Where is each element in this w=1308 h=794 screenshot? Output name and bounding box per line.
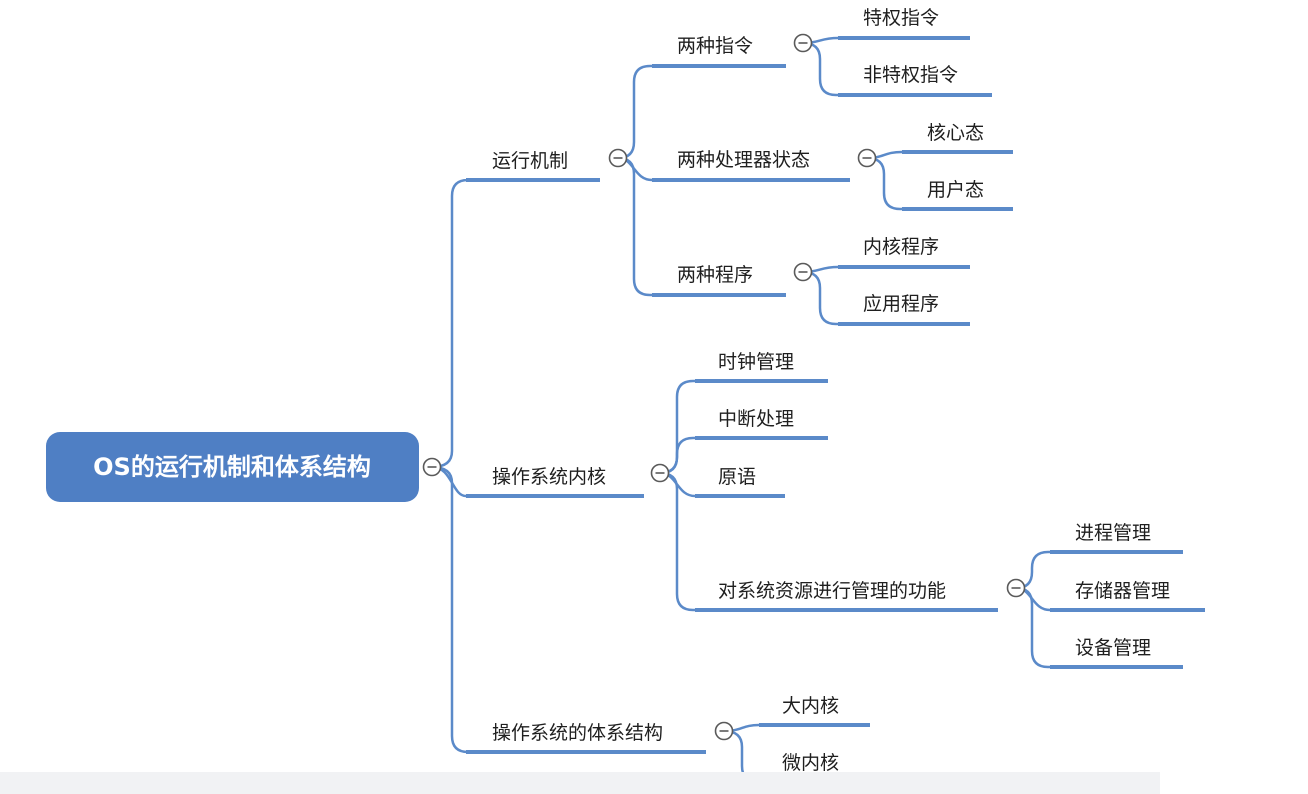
node-label-two-programs[interactable]: 两种程序 [677, 264, 753, 286]
node-label-device-management[interactable]: 设备管理 [1075, 637, 1151, 659]
connector-root-os-architecture [431, 465, 469, 754]
node-label-monolithic-kernel[interactable]: 大内核 [782, 695, 839, 717]
node-label-two-processor-states[interactable]: 两种处理器状态 [677, 149, 810, 171]
connector-root-run-mechanism [431, 178, 469, 469]
node-label-interrupt-handling[interactable]: 中断处理 [718, 408, 794, 430]
node-label-memory-management[interactable]: 存储器管理 [1075, 580, 1170, 602]
root-node-label: OS的运行机制和体系结构 [93, 453, 371, 481]
node-label-clock-management[interactable]: 时钟管理 [718, 351, 794, 373]
two-instructions-collapse-toggle[interactable] [793, 33, 813, 53]
node-label-process-management[interactable]: 进程管理 [1075, 522, 1151, 544]
two-programs-collapse-toggle[interactable] [793, 262, 813, 282]
node-label-application-program[interactable]: 应用程序 [863, 293, 939, 315]
os-kernel-collapse-toggle[interactable] [650, 463, 670, 483]
connector-kernel-resource [659, 471, 695, 612]
two-states-collapse-toggle[interactable] [857, 148, 877, 168]
node-label-user-mode[interactable]: 用户态 [927, 179, 984, 201]
root-node-box [46, 432, 419, 502]
node-label-primitive[interactable]: 原语 [718, 466, 756, 488]
collapse-toggles [422, 33, 1026, 741]
node-label-microkernel[interactable]: 微内核 [782, 752, 839, 774]
node-label-kernel-program[interactable]: 内核程序 [863, 236, 939, 258]
node-underlines [466, 36, 1205, 784]
node-label-os-kernel[interactable]: 操作系统内核 [492, 466, 606, 488]
connector-instr-nonprivileged [802, 41, 838, 97]
connector-run-two-instructions [617, 64, 652, 160]
os-architecture-collapse-toggle[interactable] [714, 721, 734, 741]
node-label-os-architecture[interactable]: 操作系统的体系结构 [492, 722, 663, 744]
node-label-two-instructions[interactable]: 两种指令 [677, 35, 753, 57]
node-label-run-mechanism[interactable]: 运行机制 [492, 150, 568, 172]
root-collapse-toggle[interactable] [422, 457, 442, 477]
node-label-kernel-mode[interactable]: 核心态 [927, 122, 984, 144]
bottom-toolbar-strip [0, 772, 1160, 794]
node-label-privileged-instruction[interactable]: 特权指令 [863, 7, 939, 29]
node-label-non-privileged-instruction[interactable]: 非特权指令 [863, 64, 958, 86]
run-mechanism-collapse-toggle[interactable] [608, 148, 628, 168]
connector-kernel-interrupt [659, 436, 695, 475]
connector-programs-app [802, 270, 838, 326]
root-node[interactable]: OS的运行机制和体系结构 [46, 432, 419, 502]
node-label-resource-management[interactable]: 对系统资源进行管理的功能 [718, 580, 946, 602]
connector-states-user [866, 156, 902, 211]
resource-management-collapse-toggle[interactable] [1006, 578, 1026, 598]
